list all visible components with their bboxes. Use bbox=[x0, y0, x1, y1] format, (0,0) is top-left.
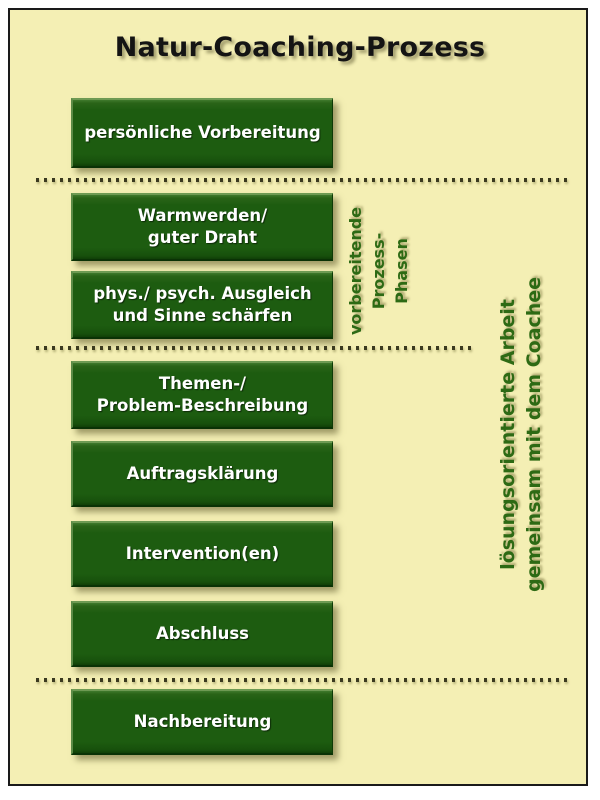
process-box-warmwerden-guter-draht[interactable]: Warmwerden/ guter Draht bbox=[71, 193, 333, 261]
side-label-line: Prozess- bbox=[369, 232, 389, 310]
box-label-line: Problem-Beschreibung bbox=[96, 396, 309, 415]
side-label-line: Phasen bbox=[392, 238, 412, 304]
separator-before-nachbereitung bbox=[36, 678, 572, 682]
box-label-line: phys./ psych. Ausgleich bbox=[93, 283, 312, 303]
box-label-line: Warmwerden/ bbox=[137, 205, 268, 225]
side-label-preparatory-phases: vorbereitende Prozess- Phasen bbox=[344, 207, 414, 335]
box-label-line: und Sinne schärfen bbox=[112, 306, 293, 325]
process-box-abschluss[interactable]: Abschluss bbox=[71, 601, 333, 667]
separator-after-vorbereitung bbox=[36, 178, 572, 182]
page-title: Natur-Coaching-Prozess bbox=[114, 32, 486, 63]
box-label-line: Intervention(en) bbox=[125, 543, 280, 563]
side-label-line: gemeinsam mit dem Coachee bbox=[522, 276, 545, 592]
box-label-line: Themen-/ bbox=[158, 373, 247, 393]
poster-canvas: Natur-Coaching-Prozess persönliche Vorbe… bbox=[8, 8, 588, 786]
side-label-line: lösungsorientierte Arbeit bbox=[497, 299, 519, 570]
process-box-ausgleich-sinne[interactable]: phys./ psych. Ausgleich und Sinne schärf… bbox=[71, 271, 333, 339]
box-label-line: persönliche Vorbereitung bbox=[84, 122, 321, 142]
separator-after-prep-phase bbox=[36, 346, 472, 350]
process-box-auftragsklaerung[interactable]: Auftragsklärung bbox=[71, 441, 333, 507]
box-label-line: guter Draht bbox=[147, 228, 258, 247]
process-box-intervention[interactable]: Intervention(en) bbox=[71, 521, 333, 587]
side-label-solution-oriented-work: lösungsorientierte Arbeit gemeinsam mit … bbox=[496, 277, 547, 592]
side-label-line: vorbereitende bbox=[346, 206, 365, 335]
process-box-themen-problem[interactable]: Themen-/ Problem-Beschreibung bbox=[71, 361, 333, 429]
process-box-nachbereitung[interactable]: Nachbereitung bbox=[71, 689, 333, 755]
box-label-line: Abschluss bbox=[156, 623, 249, 643]
box-label-line: Auftragsklärung bbox=[126, 463, 279, 483]
process-box-persoenliche-vorbereitung[interactable]: persönliche Vorbereitung bbox=[71, 98, 333, 168]
box-label-line: Nachbereitung bbox=[133, 711, 272, 731]
